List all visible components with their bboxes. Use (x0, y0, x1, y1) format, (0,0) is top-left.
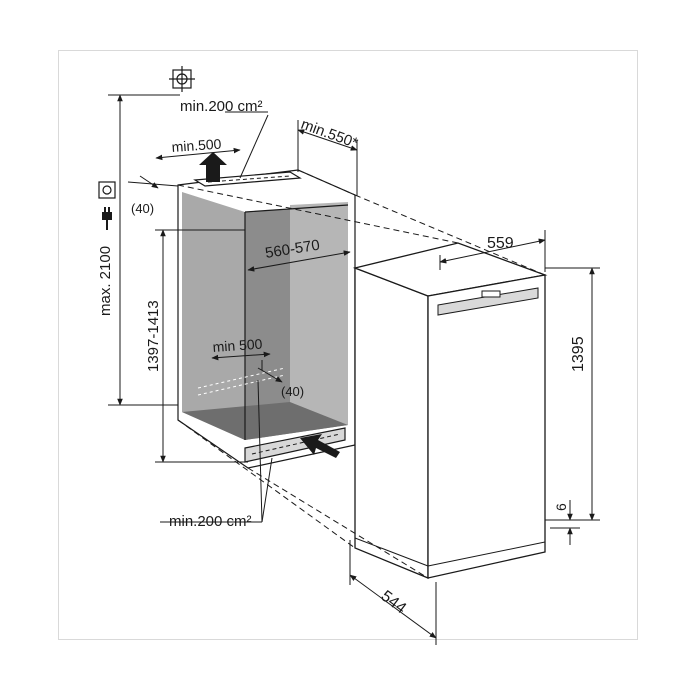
plug-icon (102, 207, 112, 230)
appliance-handle (481, 290, 501, 298)
label-bottom-vent-depth: min 500 (212, 336, 263, 355)
niche-top-vent (193, 171, 302, 187)
appliance-control-strip (437, 287, 539, 316)
label-appliance-height: 1395 (570, 336, 587, 372)
label-vent-top-area: min.200 cm² (180, 98, 263, 115)
label-appliance-depth: 544 (378, 588, 410, 618)
label-niche-height: 1397-1413 (145, 300, 162, 372)
label-niche-depth: min.550* (299, 116, 361, 152)
airflow-arrow-icon (199, 152, 227, 182)
niche-interior-side (182, 192, 245, 440)
airflow-arrow-icon (300, 434, 340, 458)
niche (177, 169, 356, 469)
appliance (352, 242, 548, 579)
label-vent-top-depth: min.500 (171, 136, 222, 155)
ventilation-symbol-icon (169, 66, 195, 92)
label-plinth-height: 6 (553, 503, 569, 511)
diagram-frame (58, 50, 638, 640)
label-top-offset: (40) (131, 201, 154, 216)
label-max-height: max. 2100 (97, 246, 114, 316)
label-vent-bottom-area: min.200 cm² (169, 513, 252, 530)
label-bottom-offset: (40) (281, 384, 304, 399)
power-socket-icon (98, 181, 116, 199)
projection-lines (177, 169, 546, 579)
label-appliance-width: 559 (487, 235, 514, 252)
appliance-side (354, 267, 429, 579)
appliance-front (427, 274, 546, 579)
niche-floor (182, 402, 348, 440)
dimension-lines (108, 94, 600, 645)
